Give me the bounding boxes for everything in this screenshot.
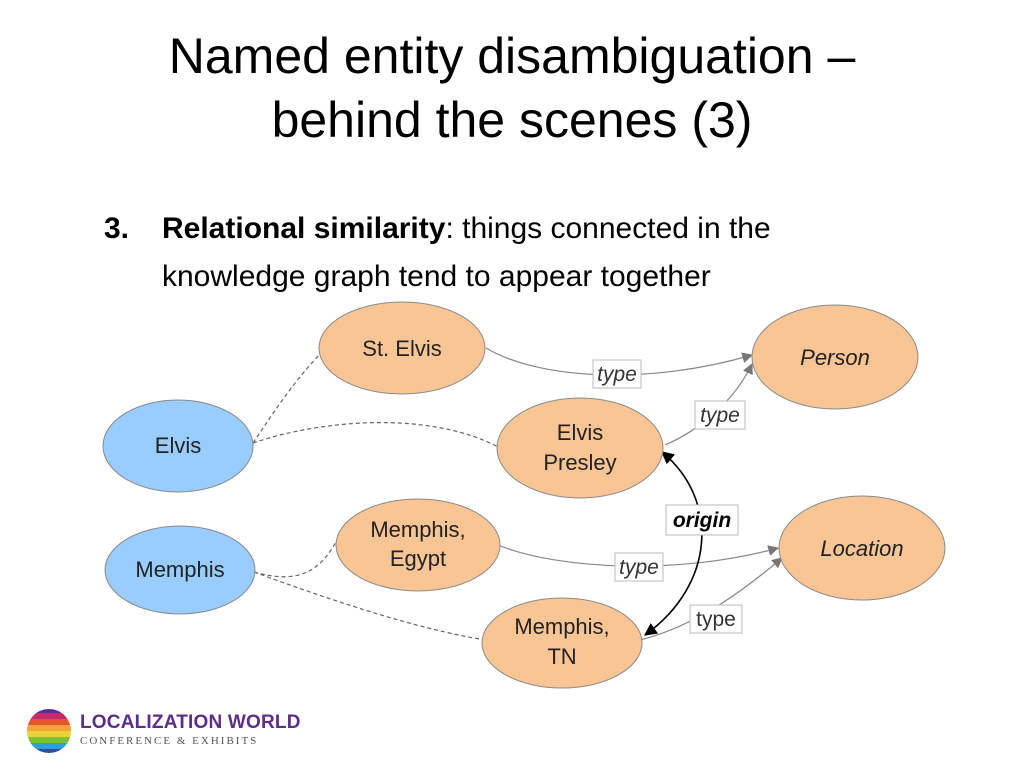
- node-memphis-tn-label-1: Memphis,: [514, 614, 609, 639]
- node-person-label: Person: [800, 345, 870, 370]
- bullet-term: Relational similarity: [162, 212, 446, 245]
- edge-label-type-1: type: [597, 363, 637, 386]
- edge-label-origin-text: origin: [673, 509, 731, 532]
- node-st-elvis-label: St. Elvis: [362, 336, 441, 361]
- node-memphis: Memphis: [104, 525, 256, 615]
- edge-label-type-memphis-tn-location: type: [689, 604, 743, 634]
- edge-memphis-memphis-tn: [253, 571, 487, 641]
- edge-elvis-elvis-presley: [252, 421, 501, 449]
- node-location-label: Location: [820, 536, 903, 561]
- node-memphis-tn-label-2: TN: [547, 644, 576, 669]
- edge-label-type-4: type: [696, 608, 736, 631]
- globe-logo-icon: [27, 709, 71, 753]
- logo-subtitle-text: CONFERENCE & EXHIBITS: [80, 735, 259, 747]
- node-elvis: Elvis: [102, 399, 254, 493]
- edge-memphis-memphis-egypt: [253, 541, 337, 578]
- edge-label-origin: origin: [665, 504, 739, 536]
- node-memphis-egypt-label-2: Egypt: [390, 546, 446, 571]
- edge-label-type-2: type: [700, 404, 740, 427]
- bullet-line-2: knowledge graph tend to appear together: [162, 260, 711, 293]
- node-elvis-presley-label-2: Presley: [543, 450, 616, 475]
- node-memphis-egypt: Memphis, Egypt: [335, 498, 501, 592]
- edge-label-type-3: type: [619, 556, 659, 579]
- bullet-rest-line-1: : things connected in the: [445, 212, 771, 245]
- node-person: Person: [751, 304, 919, 410]
- edge-label-type-elvis-presley-person: type: [694, 400, 746, 430]
- edge-origin: [643, 451, 703, 636]
- logo-brand-text: LOCALIZATION WORLD: [80, 712, 301, 733]
- node-st-elvis: St. Elvis: [318, 301, 486, 395]
- slide-title-line-2: behind the scenes (3): [271, 92, 753, 148]
- node-elvis-presley: Elvis Presley: [496, 397, 664, 499]
- bullet-number: 3.: [104, 212, 130, 245]
- bullet-text: Relational similarity: things connected …: [162, 205, 942, 301]
- edge-elvis-st-elvis: [252, 351, 323, 444]
- node-memphis-tn: Memphis, TN: [481, 597, 643, 689]
- node-memphis-egypt-label-1: Memphis,: [370, 517, 465, 542]
- conference-logo: LOCALIZATION WORLD CONFERENCE & EXHIBITS: [22, 702, 300, 762]
- node-memphis-label: Memphis: [135, 557, 224, 582]
- node-elvis-presley-label-1: Elvis: [557, 420, 603, 445]
- slide-title: Named entity disambiguation – behind the…: [0, 24, 1024, 152]
- edge-label-type-st-elvis-person: type: [592, 359, 642, 389]
- node-elvis-label: Elvis: [155, 433, 201, 458]
- edge-label-type-memphis-egypt-location: type: [614, 552, 664, 582]
- slide-title-line-1: Named entity disambiguation –: [168, 28, 856, 84]
- node-location: Location: [778, 495, 946, 601]
